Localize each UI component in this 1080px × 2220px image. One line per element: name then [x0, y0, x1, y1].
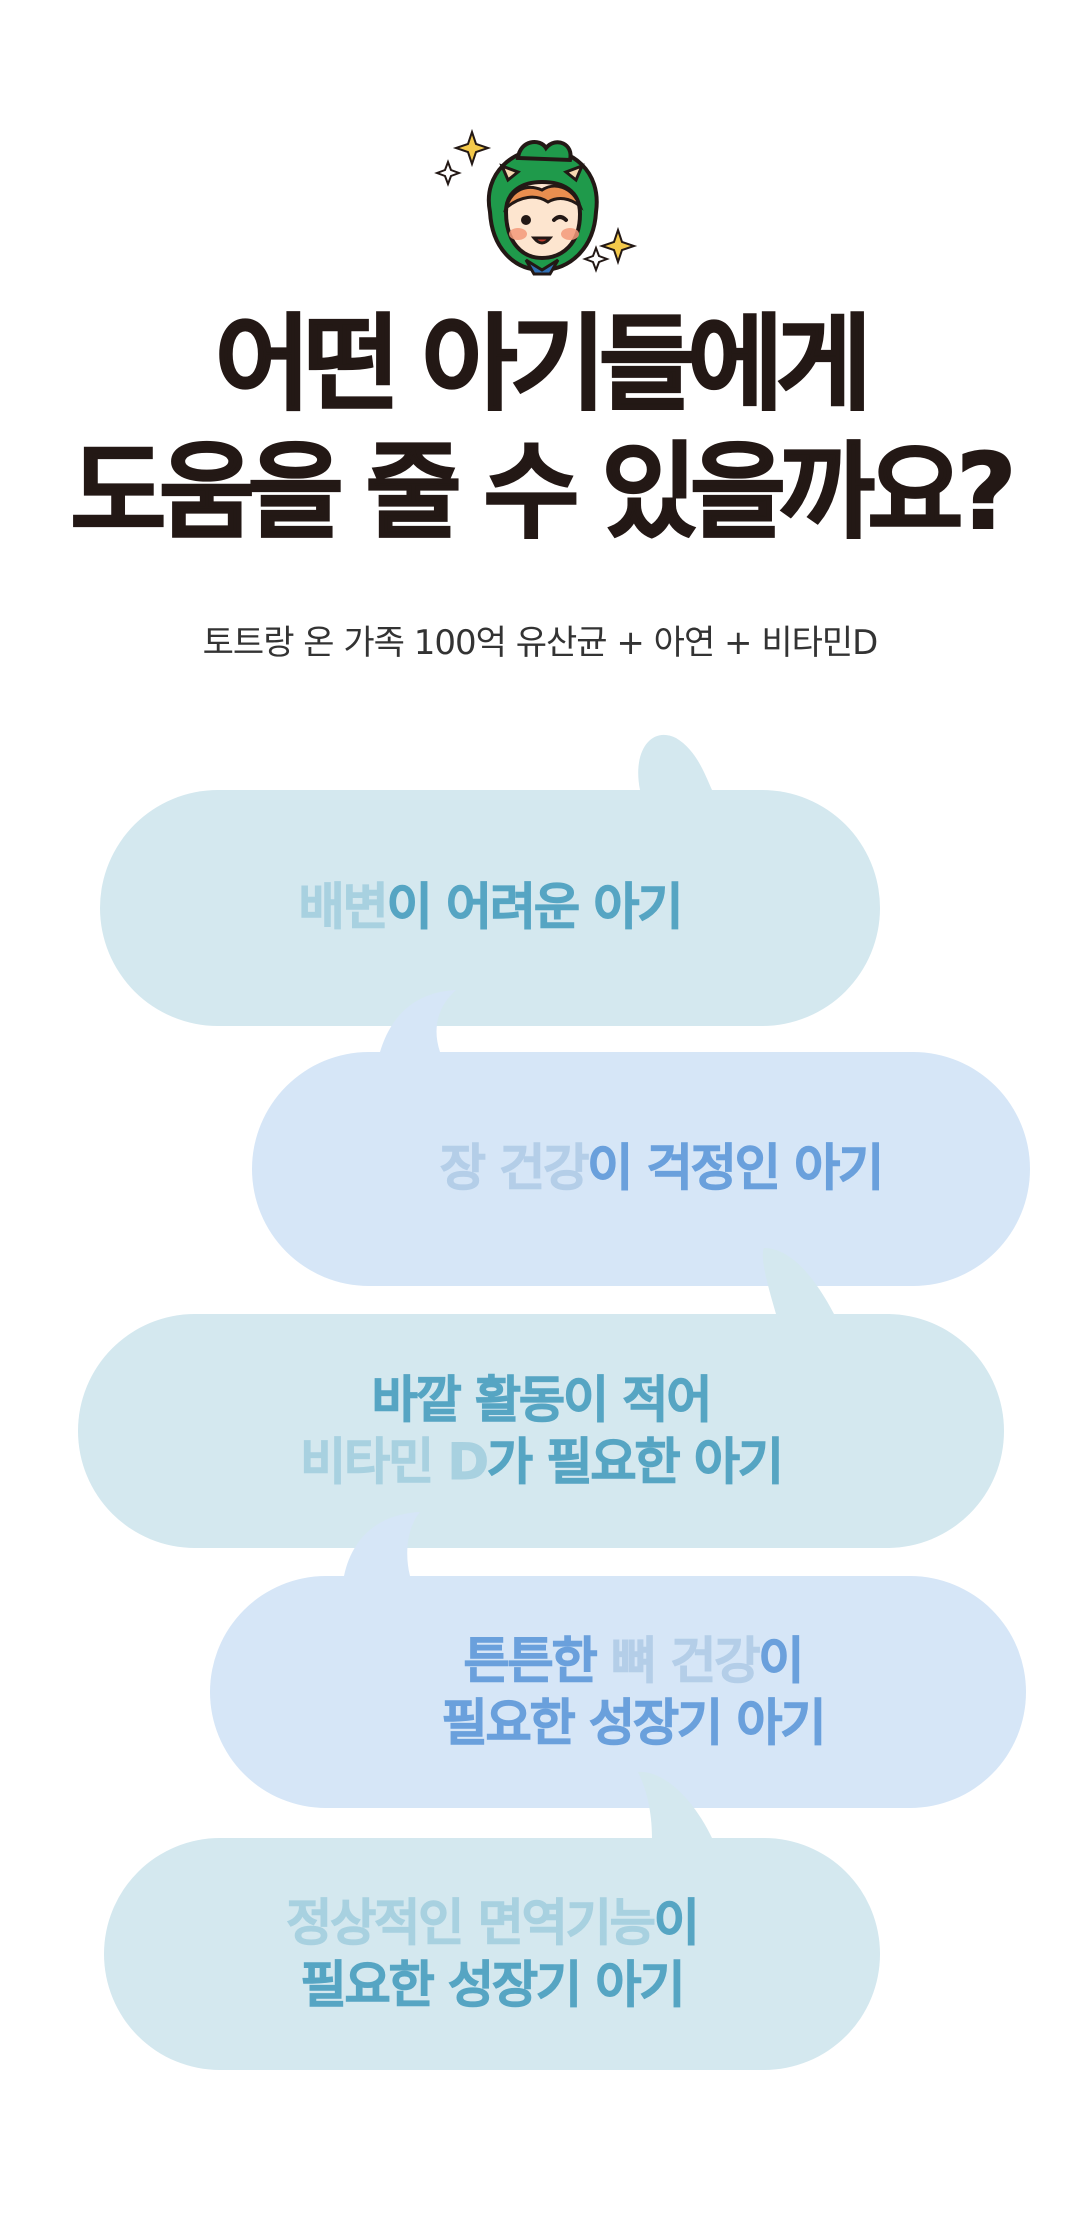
- bubble-5-line-2: 필요한 성장기 아기: [104, 1954, 880, 2016]
- highlight-text: 정상적인 면역기능: [286, 1894, 656, 1953]
- bubble-4-line-1: 튼튼한 뼈 건강이: [210, 1630, 1026, 1692]
- body-text: 이 걱정인 아기: [587, 1139, 885, 1198]
- speech-bubble-2: [252, 990, 1030, 1286]
- bubble-3-line-2: 비타민 D가 필요한 아기: [78, 1431, 1004, 1493]
- body-text: 필요한 성장기 아기: [300, 1956, 686, 2015]
- bubble-4-text: 튼튼한 뼈 건강이 필요한 성장기 아기: [210, 1630, 1026, 1754]
- sparkle-icon: [434, 128, 638, 273]
- highlight-text: 장 건강: [439, 1139, 589, 1198]
- mascot-collar: [524, 258, 560, 276]
- bubble-2-text: 장 건강이 걱정인 아기: [252, 1137, 1030, 1199]
- body-text: 튼튼한: [463, 1632, 611, 1691]
- body-text: 이: [653, 1894, 700, 1953]
- speech-bubble-5: [104, 1771, 880, 2070]
- page-title: 어떤 아기들에게 도움을 줄 수 있을까요?: [0, 300, 1080, 556]
- title-line-1: 어떤 아기들에게: [214, 302, 873, 426]
- highlight-text: 뼈 건강: [610, 1632, 760, 1691]
- speech-bubble-4: [210, 1512, 1026, 1808]
- body-text: 이: [758, 1632, 805, 1691]
- speech-bubble-3: [78, 1248, 1004, 1548]
- bubble-3-line-1: 바깥 활동이 적어: [78, 1369, 1004, 1431]
- title-line-2: 도움을 줄 수 있을까요?: [69, 430, 1017, 554]
- highlight-text: 비타민 D: [300, 1433, 490, 1492]
- product-subtitle: 토트랑 온 가족 100억 유산균 + 아연 + 비타민D: [202, 623, 879, 663]
- bubble-1-text: 배변이 어려운 아기: [100, 876, 880, 938]
- bubble-2-line-1: 장 건강이 걱정인 아기: [252, 1137, 1030, 1199]
- bubble-5-text: 정상적인 면역기능이 필요한 성장기 아기: [104, 1892, 880, 2016]
- bubble-1-line-1: 배변이 어려운 아기: [100, 876, 880, 938]
- speech-bubble-1: [100, 734, 880, 1026]
- highlight-text: 배변: [298, 878, 389, 937]
- mascot-face: [503, 179, 584, 261]
- bubble-4-line-2: 필요한 성장기 아기: [210, 1692, 1026, 1754]
- body-text: 필요한 성장기 아기: [441, 1694, 827, 1753]
- mascot-illustration: [434, 128, 638, 276]
- bubble-3-text: 바깥 활동이 적어 비타민 D가 필요한 아기: [78, 1369, 1004, 1493]
- body-text: 이 어려운 아기: [386, 878, 684, 937]
- body-text: 바깥 활동이 적어: [371, 1371, 713, 1430]
- bubble-5-line-1: 정상적인 면역기능이: [104, 1892, 880, 1954]
- body-text: 가 필요한 아기: [487, 1433, 785, 1492]
